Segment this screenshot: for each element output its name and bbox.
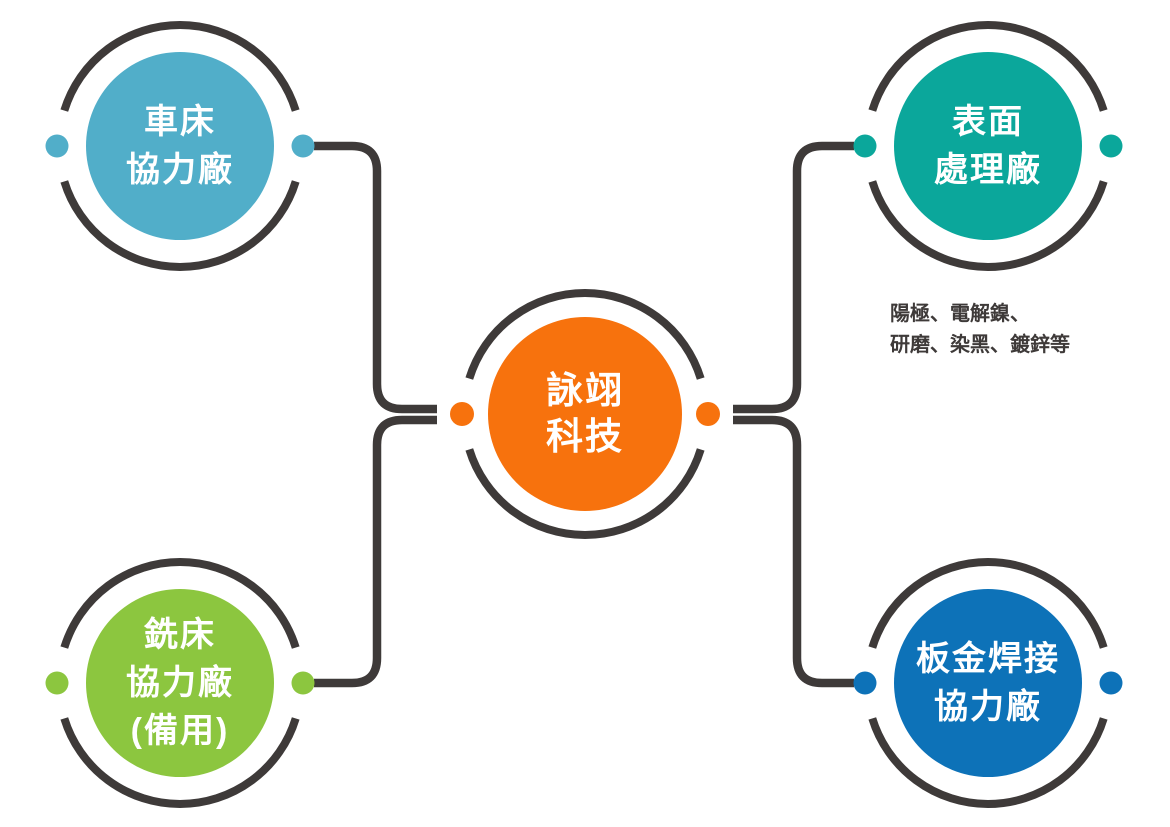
- ring-arc-bottom-surface: [868, 180, 1108, 271]
- node-circle-milling: [86, 589, 274, 777]
- ring-dot-right-milling: [291, 671, 315, 695]
- ring-dot-left-lathe: [45, 134, 69, 158]
- ring-arc-bottom-center: [465, 448, 705, 539]
- node-circle-sheet-metal: [894, 589, 1082, 777]
- node-circle-lathe: [86, 52, 274, 240]
- ring-arc-top-lathe: [60, 21, 300, 112]
- node-milling: [45, 558, 315, 808]
- ring-dot-right-surface: [1099, 134, 1123, 158]
- ring-arc-top-milling: [60, 558, 300, 649]
- ring-arc-bottom-milling: [60, 717, 300, 808]
- ring-arc-bottom-lathe: [60, 180, 300, 271]
- connector-lathe-to-center: [314, 141, 437, 414]
- ring-dot-right-sheet-metal: [1099, 671, 1123, 695]
- ring-arc-top-center: [465, 289, 705, 380]
- node-center: [450, 289, 720, 539]
- ring-dot-left-sheet-metal: [853, 671, 877, 695]
- connector-surface-to-center: [733, 141, 854, 414]
- node-sheet-metal: [853, 558, 1123, 808]
- ring-dot-right-center: [696, 402, 720, 426]
- ring-arc-bottom-sheet-metal: [868, 717, 1108, 808]
- node-circle-surface: [894, 52, 1082, 240]
- connector-milling-to-center: [314, 415, 437, 688]
- connector-sheet-metal-to-center: [733, 415, 854, 688]
- connectors: [314, 141, 854, 688]
- ring-arc-top-sheet-metal: [868, 558, 1108, 649]
- ring-dot-left-center: [450, 402, 474, 426]
- ring-arc-top-surface: [868, 21, 1108, 112]
- ring-dot-left-milling: [45, 671, 69, 695]
- node-surface: [853, 21, 1123, 271]
- surface-process-annotation: 陽極、電解鎳、 研磨、染黑、鍍鋅等: [890, 303, 1070, 356]
- node-circle-center: [488, 317, 682, 511]
- ring-dot-right-lathe: [291, 134, 315, 158]
- node-lathe: [45, 21, 315, 271]
- ring-dot-left-surface: [853, 134, 877, 158]
